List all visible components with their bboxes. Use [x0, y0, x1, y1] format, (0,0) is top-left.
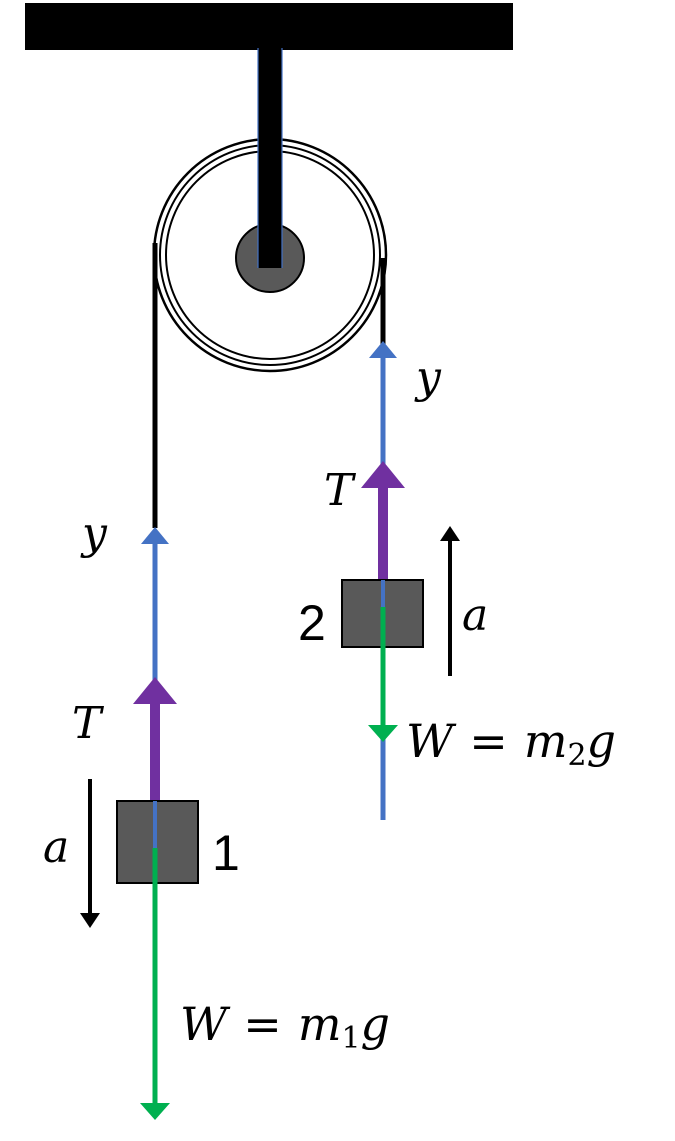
block-2-number: 2 — [298, 595, 326, 651]
weight-equation-2: W=m2g — [406, 714, 616, 773]
y-axis-1-arrowhead — [141, 527, 169, 544]
ceiling — [25, 3, 513, 50]
weight-arrowhead-2 — [368, 725, 398, 742]
weight-arrowhead-1 — [140, 1103, 170, 1120]
accel-label-1: a — [43, 822, 69, 873]
tension-arrowhead-2 — [361, 461, 405, 488]
tension-label-1: T — [72, 698, 105, 749]
y-label-1: y — [80, 508, 108, 559]
pulley-hanger — [258, 48, 282, 268]
y-axis-2-arrowhead — [369, 341, 397, 358]
accel-arrowhead-2 — [440, 526, 460, 541]
y-label-2: y — [414, 352, 442, 403]
weight-equation-1: W=m1g — [180, 997, 390, 1056]
tension-label-2: T — [324, 465, 357, 516]
block-1-number: 1 — [212, 825, 240, 881]
accel-label-2: a — [462, 590, 488, 641]
tension-arrowhead-1 — [133, 677, 177, 704]
accel-arrowhead-1 — [80, 913, 100, 928]
